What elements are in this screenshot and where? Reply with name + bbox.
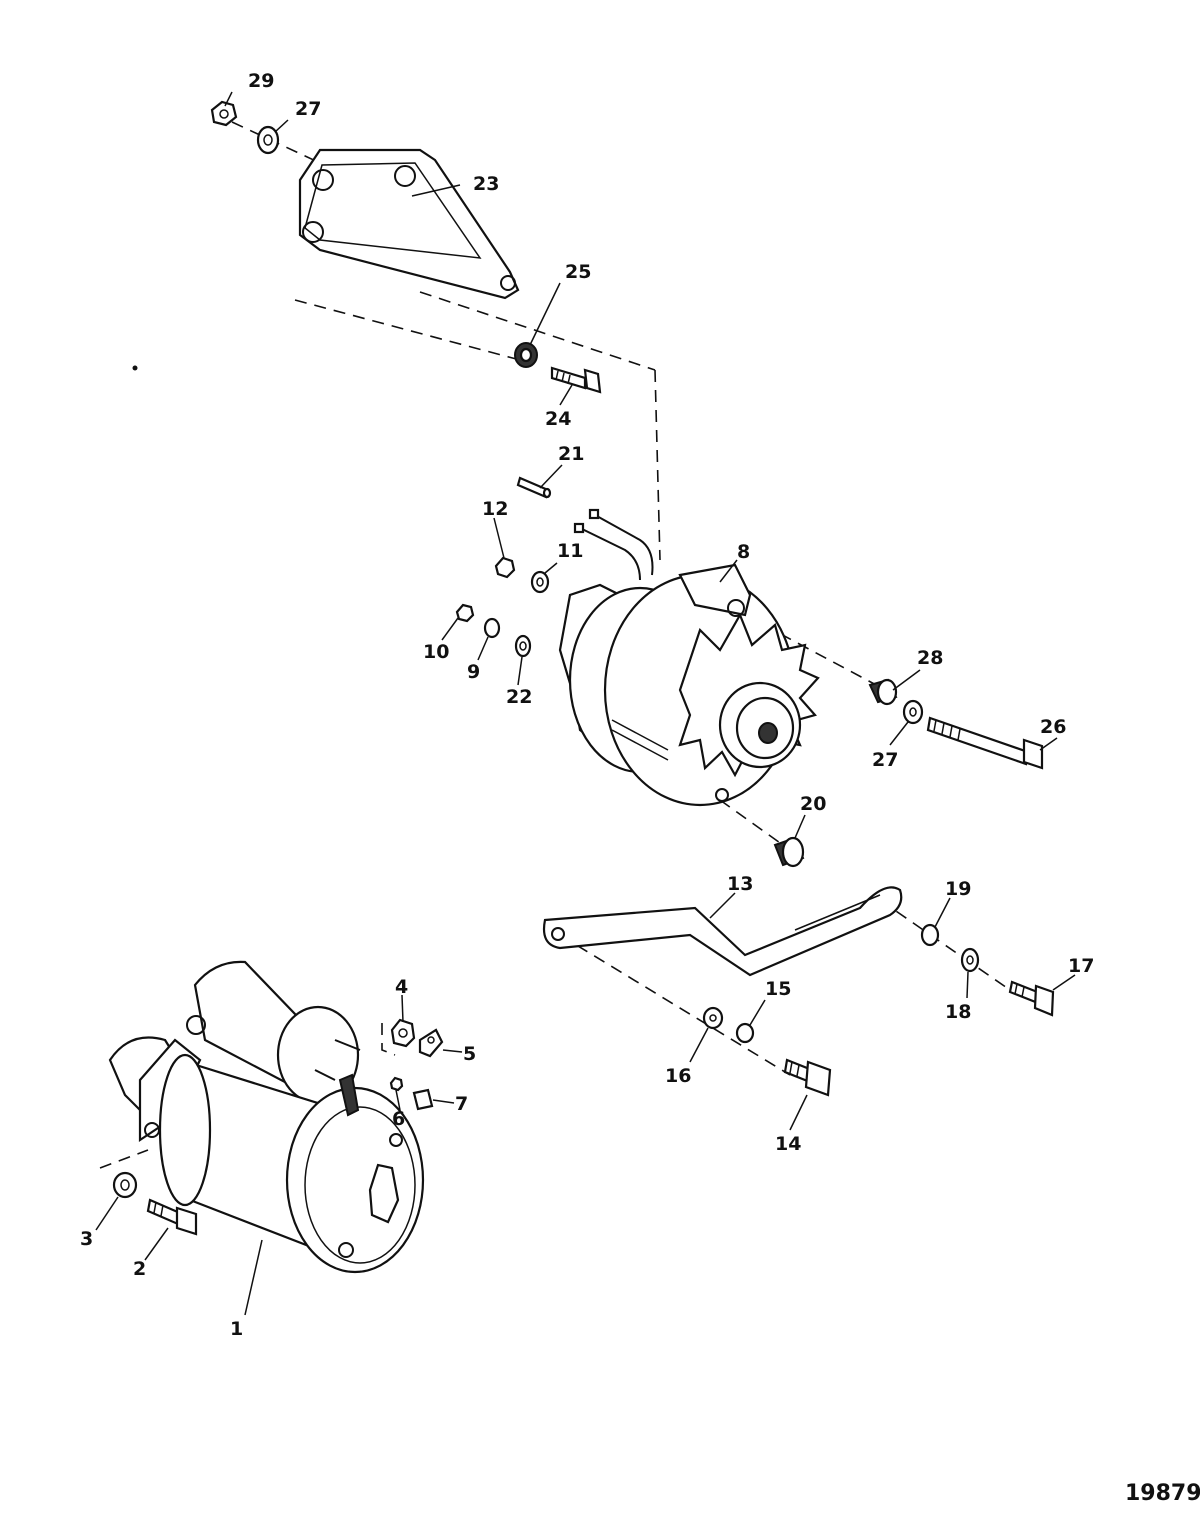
- callout-24: 24: [545, 408, 571, 430]
- spacer-25: [514, 342, 538, 368]
- spacer-20: [773, 836, 805, 868]
- nut-12: [494, 556, 516, 579]
- callout-17: 17: [1068, 955, 1094, 977]
- nut-6: [389, 1076, 404, 1092]
- washer-3: [112, 1171, 138, 1199]
- callout-3: 3: [80, 1228, 93, 1250]
- callout-5: 5: [463, 1043, 476, 1065]
- callout-13: 13: [727, 873, 753, 895]
- bracket-23: [298, 148, 520, 300]
- callout-10: 10: [423, 641, 449, 663]
- alternator-8: [558, 508, 820, 807]
- stray-mark: [132, 365, 138, 371]
- spacer-28: [868, 678, 898, 706]
- callout-22: 22: [506, 686, 532, 708]
- callout-12: 12: [482, 498, 508, 520]
- pin-21: [516, 476, 552, 499]
- callout-25: 25: [565, 261, 591, 283]
- leader-lines: [95, 91, 1076, 1316]
- callout-2: 2: [133, 1258, 146, 1280]
- callout-23: 23: [473, 173, 499, 195]
- callout-14: 14: [775, 1133, 801, 1155]
- washer-27-right: [902, 699, 924, 725]
- callout-18: 18: [945, 1001, 971, 1023]
- callout-1: 1: [230, 1318, 243, 1340]
- starter-motor-1: [108, 960, 425, 1274]
- bolt-2: [146, 1198, 198, 1236]
- callout-9: 9: [467, 661, 480, 683]
- callout-29: 29: [248, 70, 274, 92]
- lockwasher-11: [530, 570, 550, 594]
- terminal-5: [418, 1028, 444, 1058]
- callout-27-right: 27: [872, 749, 898, 771]
- callout-15: 15: [765, 978, 791, 1000]
- callout-28: 28: [917, 647, 943, 669]
- callout-21: 21: [558, 443, 584, 465]
- lockwasher-9: [483, 617, 501, 639]
- callout-20: 20: [800, 793, 826, 815]
- bolt-17: [1008, 980, 1055, 1017]
- nut-10: [455, 603, 475, 623]
- bolt-14: [783, 1058, 832, 1097]
- callout-26: 26: [1040, 716, 1066, 738]
- clip-7: [412, 1088, 434, 1111]
- washer-18: [960, 947, 980, 973]
- nut-4: [390, 1018, 416, 1048]
- lockwasher-19: [920, 923, 940, 947]
- washer-22: [514, 634, 532, 658]
- callout-16: 16: [665, 1065, 691, 1087]
- washer-16: [702, 1006, 724, 1030]
- nut-29: [210, 100, 238, 127]
- brace-13: [542, 886, 903, 977]
- callout-11: 11: [557, 540, 583, 562]
- bolt-24: [550, 366, 602, 394]
- callout-27-top: 27: [295, 98, 321, 120]
- lockwasher-15: [735, 1022, 755, 1044]
- washer-27-top: [256, 125, 280, 155]
- callout-4: 4: [395, 976, 408, 998]
- callout-19: 19: [945, 878, 971, 900]
- figure-number: 19879: [1125, 1481, 1200, 1506]
- callout-6: 6: [392, 1108, 405, 1130]
- bolt-26: [926, 716, 1044, 770]
- callout-7: 7: [455, 1093, 468, 1115]
- callout-8: 8: [737, 541, 750, 563]
- callout-labels: 1 2 3 4 5 6 7 8 9 10 11 12 13 14 15 16 1…: [80, 70, 1094, 1340]
